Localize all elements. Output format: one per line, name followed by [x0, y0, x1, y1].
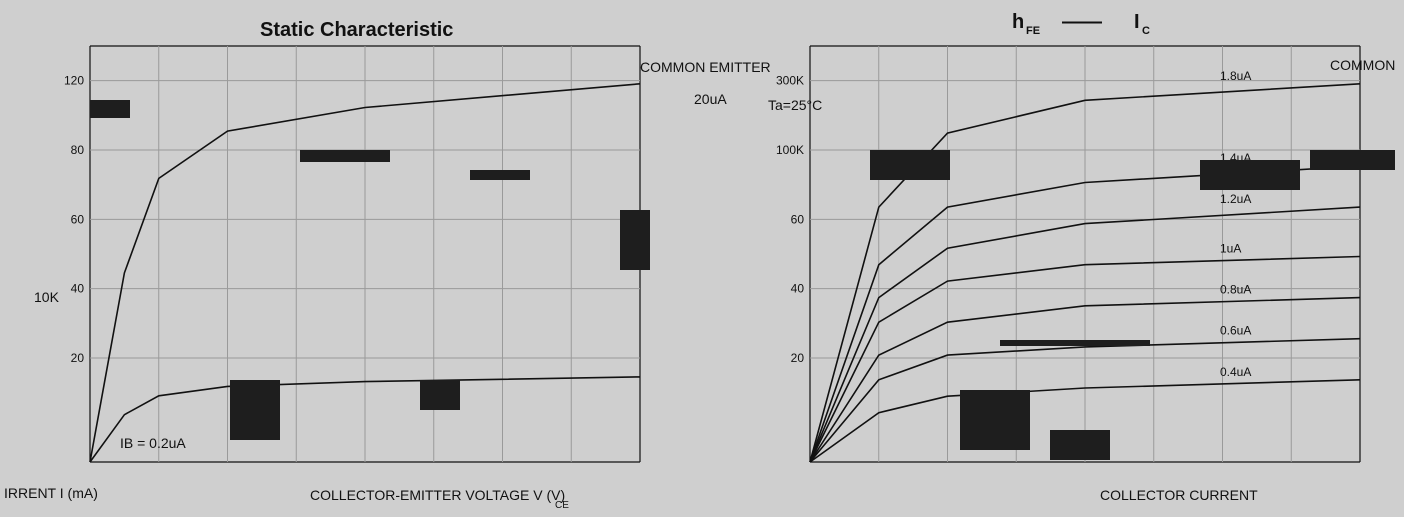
- right-series-lines: [809, 83, 1361, 463]
- series-label: 0.8uA: [1220, 283, 1251, 297]
- series-line: [809, 296, 1361, 463]
- y-tick-label: 40: [791, 282, 805, 296]
- series-line: [809, 206, 1361, 463]
- series-line: [809, 83, 1361, 463]
- left-series-lines: [89, 83, 641, 463]
- right-chart-title-dash: ——: [1062, 11, 1102, 33]
- left-annotation-10k: 10K: [34, 289, 60, 305]
- bottom-right-axis-label: COLLECTOR CURRENT: [1100, 487, 1258, 503]
- y-tick-label: 60: [791, 212, 805, 226]
- artifact-blocks: [90, 100, 1395, 460]
- bottom-mid-axis-sub: CE: [555, 500, 569, 511]
- left-gridlines: [90, 46, 640, 462]
- series-line: [89, 376, 641, 463]
- series-label: 0.6uA: [1220, 324, 1251, 338]
- left-annotation-20ua: 20uA: [694, 91, 727, 107]
- bottom-mid-axis-label: COLLECTOR-EMITTER VOLTAGE V (V): [310, 487, 565, 503]
- y-tick-label: 60: [71, 212, 85, 226]
- right-chart-title-ic-sub: C: [1142, 25, 1150, 37]
- y-tick-label: 120: [64, 74, 84, 88]
- y-tick-label: 100K: [776, 143, 804, 157]
- series-label: 1.8uA: [1220, 69, 1251, 83]
- series-label: 1.2uA: [1220, 192, 1251, 206]
- series-label: 1uA: [1220, 241, 1241, 255]
- series-line: [809, 255, 1361, 463]
- right-chart-title-h-sub: FE: [1026, 25, 1040, 37]
- series-line: [89, 83, 641, 463]
- right-chart-title-ic: I: [1134, 11, 1140, 33]
- right-y-tick-labels: 300K 100K 60 40 20: [776, 74, 804, 365]
- right-annotation-common: COMMON: [1330, 57, 1395, 73]
- left-chart-title: Static Characteristic: [260, 19, 453, 41]
- series-line: [809, 337, 1361, 463]
- y-tick-label: 20: [71, 351, 85, 365]
- left-annotation-ta: Ta=25°C: [768, 97, 822, 113]
- series-line: [809, 379, 1361, 463]
- y-tick-label: 80: [71, 143, 85, 157]
- y-tick-label: 20: [791, 351, 805, 365]
- y-tick-label: 300K: [776, 74, 804, 88]
- series-label: 0.4uA: [1220, 365, 1251, 379]
- right-chart-title-h: h: [1012, 11, 1024, 33]
- series-line: [809, 165, 1361, 463]
- left-y-tick-labels: 120 80 60 40 20: [64, 74, 84, 365]
- left-annotation-ib: IB = 0.2uA: [120, 435, 186, 451]
- y-tick-label: 40: [71, 282, 85, 296]
- left-annotation-common-emitter: COMMON EMITTER: [640, 59, 771, 75]
- bottom-left-axis-label: IRRENT I (mA): [4, 485, 98, 501]
